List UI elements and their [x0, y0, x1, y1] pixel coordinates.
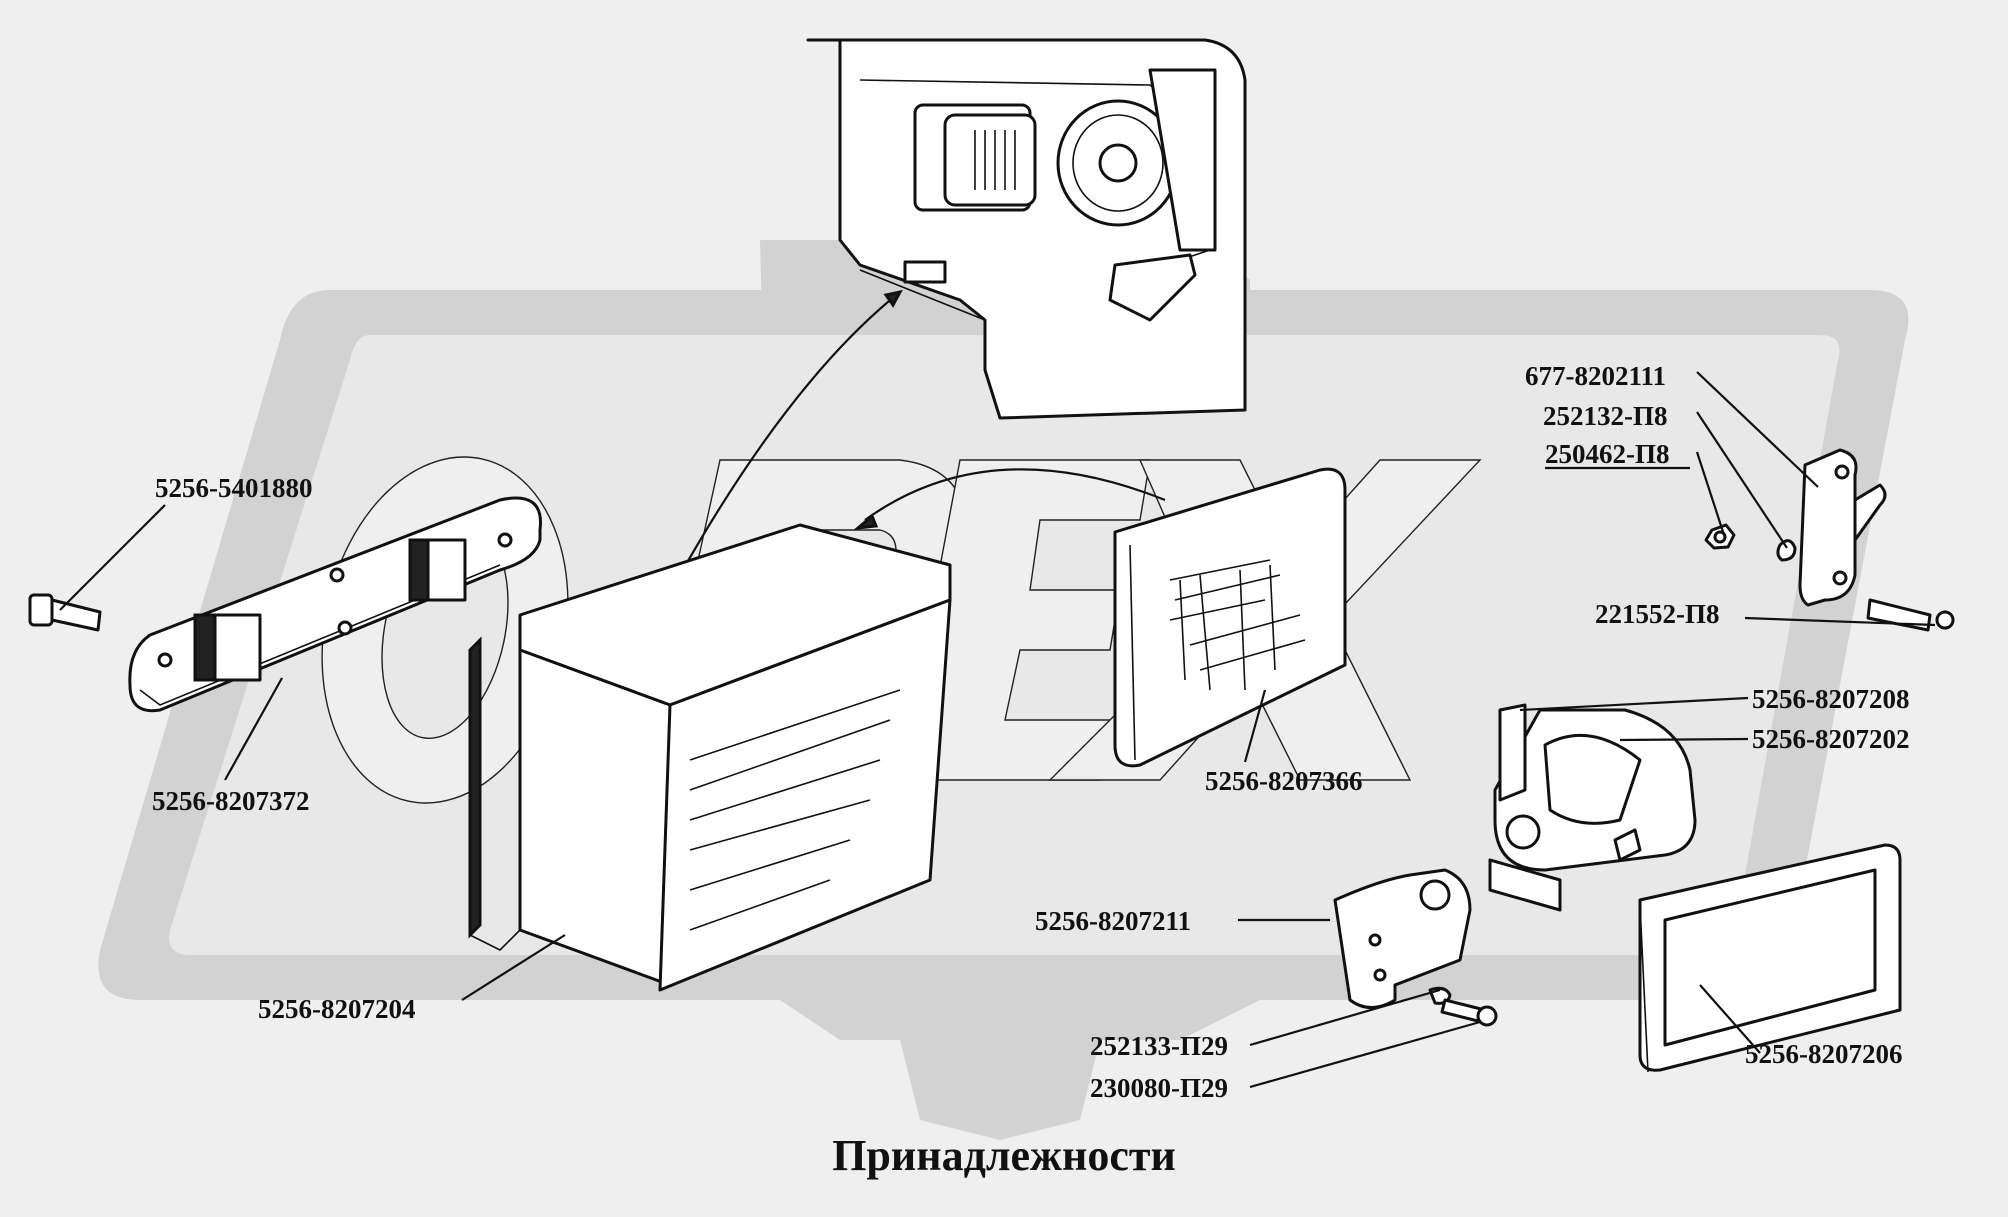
panel-drawing: [1113, 467, 1347, 768]
label-221552-p8: 221552-П8: [1595, 599, 1720, 629]
mounting-plate-drawing: [28, 496, 542, 713]
label-5256-8207206: 5256-8207206: [1745, 1039, 1903, 1069]
label-250462-p8: 250462-П8: [1545, 439, 1670, 469]
seal-frame-drawing: [1638, 843, 1902, 1073]
hinge-bracket-drawing: [1333, 868, 1498, 1027]
label-677-8202111: 677-8202111: [1525, 361, 1666, 391]
label-5256-5401880: 5256-5401880: [155, 473, 313, 503]
label-5256-8207366: 5256-8207366: [1205, 766, 1363, 796]
label-5256-8207372: 5256-8207372: [152, 786, 310, 816]
clip-parts-drawing: [1704, 448, 1955, 632]
label-252133-p29: 252133-П29: [1090, 1031, 1228, 1061]
label-230080-p29: 230080-П29: [1090, 1073, 1228, 1103]
label-5256-8207202: 5256-8207202: [1752, 724, 1910, 754]
label-5256-8207204: 5256-8207204: [258, 994, 416, 1024]
latch-drawing: [1488, 703, 1697, 912]
leader-lines: [59, 371, 1936, 1089]
diagram-title: Принадлежности: [832, 1131, 1176, 1180]
label-252132-p8: 252132-П8: [1543, 401, 1668, 431]
pointer-arrows: [679, 289, 1166, 576]
cab-interior-drawing: [806, 38, 1247, 420]
label-5256-8207211: 5256-8207211: [1035, 906, 1191, 936]
first-aid-box-drawing: [468, 523, 952, 992]
label-5256-8207208: 5256-8207208: [1752, 684, 1910, 714]
